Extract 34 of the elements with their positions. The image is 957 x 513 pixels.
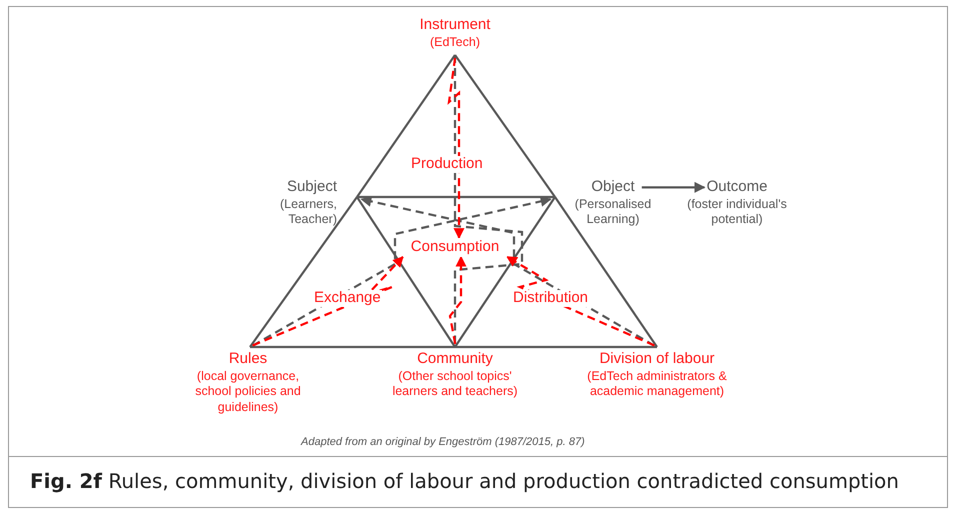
node-title: Object [590, 178, 636, 197]
triangle-line [455, 346, 657, 348]
triangle-line [454, 54, 556, 198]
figure-caption: Fig. 2f Rules, community, division of labour and production contradicted consumption [30, 469, 899, 493]
node-description: (Learners, Teacher) [279, 196, 337, 228]
node-title: Consumption [410, 238, 500, 257]
area-label: Production [410, 156, 484, 172]
node-title: Subject [286, 178, 337, 197]
node-description: (Other school topics' learners and teachers) [391, 368, 519, 400]
dashed-arrow [448, 58, 464, 240]
node-description: (EdTech administrators & academic management) [586, 368, 728, 400]
node-description: (local governance, school policies and guidelines) [194, 368, 302, 416]
node-description: (Personalised Learning) [574, 196, 652, 228]
triangle-line [249, 196, 358, 348]
area-label: Exchange [313, 290, 382, 306]
node-description: (EdTech) [428, 34, 482, 50]
area-label: Distribution [512, 290, 590, 306]
node-title: Community [416, 350, 494, 369]
triangle-line [554, 196, 658, 348]
node-title: Outcome [706, 178, 768, 197]
dashed-arrow [252, 196, 552, 347]
node-title: Division of labour [598, 350, 716, 369]
triangle-line [356, 54, 456, 198]
dashed-arrow [448, 256, 466, 344]
arrow [642, 182, 706, 193]
triangle-line [357, 196, 555, 198]
dashed-arrow [360, 196, 655, 347]
triangle-line [454, 196, 556, 348]
triangle-line [250, 346, 455, 348]
triangle-line [356, 196, 456, 348]
node-description: (foster individual's potential) [686, 196, 788, 228]
node-title: Rules [228, 350, 268, 369]
attribution-note: Adapted from an original by Engeström (1987/2015, p. 87) [300, 436, 586, 448]
node-title: Instrument [418, 16, 492, 35]
